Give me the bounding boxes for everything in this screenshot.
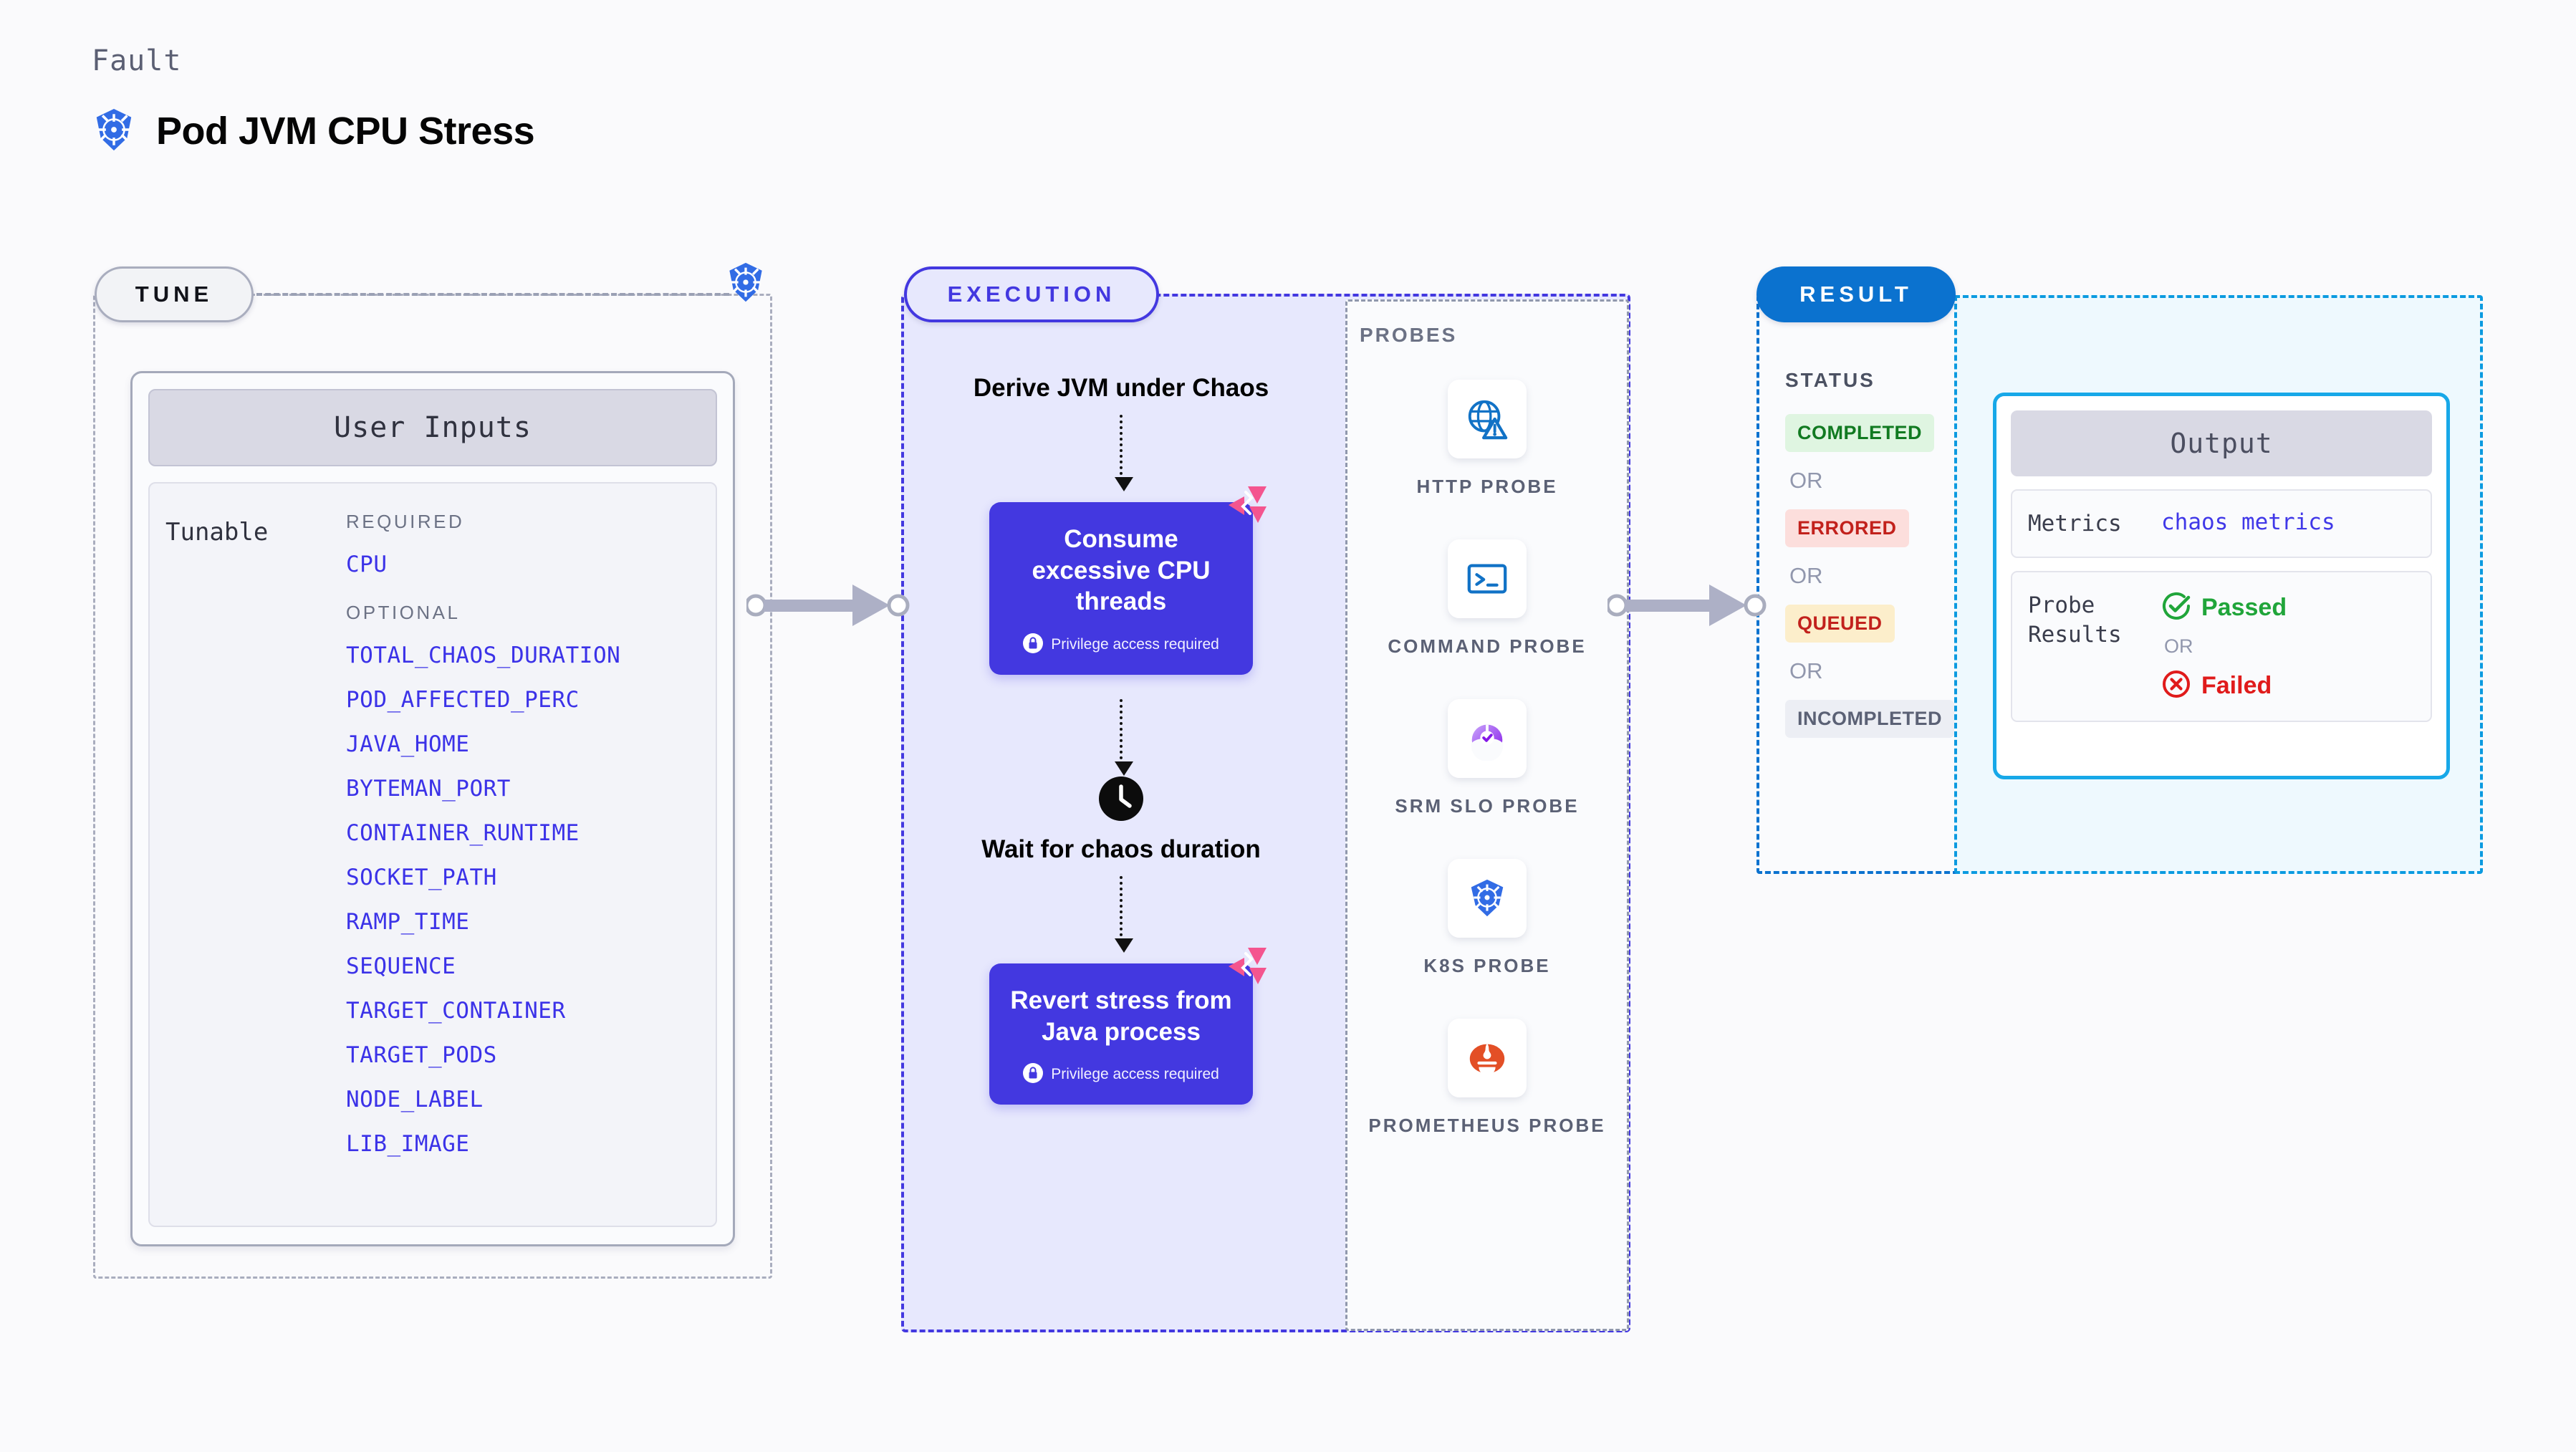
probe-label: PROMETHEUS PROBE — [1368, 1115, 1606, 1137]
output-header: Output — [2011, 410, 2432, 476]
check-circle-icon — [2161, 591, 2191, 624]
tunable-optional-item[interactable]: LIB_IMAGE — [346, 1131, 470, 1157]
execution-step-label: Revert stress from Java process — [1010, 986, 1232, 1046]
probe-result-passed: Passed — [2161, 591, 2287, 624]
probe-label: HTTP PROBE — [1416, 476, 1558, 497]
failed-label: Failed — [2201, 671, 2272, 699]
x-circle-icon — [2161, 669, 2191, 702]
tunable-optional-item[interactable]: TOTAL_CHAOS_DURATION — [346, 643, 621, 668]
probe-item[interactable]: K8S PROBE — [1423, 859, 1550, 979]
tunable-optional-item[interactable]: POD_AFFECTED_PERC — [346, 687, 580, 713]
slo-gauge-icon — [1447, 699, 1527, 779]
litmus-logo-icon — [1227, 485, 1269, 528]
page-header: Fault Pod JVM CPU Stress — [92, 44, 535, 155]
tunable-optional-item[interactable]: JAVA_HOME — [346, 731, 470, 757]
clock-icon — [1099, 777, 1143, 824]
privilege-note: Privilege access required — [1005, 633, 1237, 656]
flow-arrow-down — [1115, 875, 1133, 953]
status-or-separator: OR — [1789, 468, 1823, 493]
tune-section-pill: TUNE — [95, 266, 254, 322]
status-or-separator: OR — [1789, 658, 1823, 683]
globe-warning-icon — [1447, 380, 1527, 458]
tunable-lists: REQUIRED CPU OPTIONAL TOTAL_CHAOS_DURATI… — [346, 511, 716, 1226]
privilege-note-text: Privilege access required — [1051, 1066, 1219, 1083]
tunable-optional-item[interactable]: RAMP_TIME — [346, 909, 470, 935]
passed-label: Passed — [2201, 593, 2287, 621]
fault-kicker: Fault — [92, 44, 182, 77]
connector-tune-to-execution — [744, 573, 918, 640]
connector-execution-to-result — [1605, 573, 1772, 640]
tunable-optional-item[interactable]: BYTEMAN_PORT — [346, 776, 511, 802]
result-section-frame — [1756, 295, 1959, 874]
lock-icon — [1023, 633, 1044, 656]
execution-step-wait-duration: Wait for chaos duration — [981, 835, 1261, 864]
required-group-title: REQUIRED — [346, 511, 465, 532]
execution-step-label: Consume excessive CPU threads — [1032, 524, 1211, 616]
tunable-required-item[interactable]: CPU — [346, 552, 388, 577]
tunable-label: Tunable — [165, 518, 269, 547]
execution-step-revert-stress: Revert stress from Java process Privileg… — [989, 947, 1267, 1105]
output-row-metrics: Metrics chaos metrics — [2011, 489, 2432, 559]
execution-step-consume-cpu: Consume excessive CPU threads Privilege … — [989, 486, 1267, 675]
probe-item[interactable]: PROMETHEUS PROBE — [1368, 1019, 1605, 1138]
required-items: CPU — [346, 552, 716, 577]
tunable-optional-item[interactable]: TARGET_PODS — [346, 1042, 497, 1068]
tunable-optional-item[interactable]: TARGET_CONTAINER — [346, 998, 566, 1024]
probe-result-or: OR — [2164, 635, 2193, 658]
probe-item[interactable]: HTTP PROBE — [1416, 380, 1557, 499]
status-or-separator: OR — [1789, 563, 1823, 588]
optional-group-title: OPTIONAL — [346, 602, 461, 623]
tune-kubernetes-connector-line — [256, 292, 729, 296]
execution-step-derive-jvm: Derive JVM under Chaos — [973, 374, 1269, 402]
status-list: COMPLETED OR ERRORED OR QUEUED OR INCOMPLETED — [1785, 414, 1955, 738]
probe-label: COMMAND PROBE — [1388, 635, 1587, 658]
prometheus-icon — [1448, 1019, 1527, 1098]
user-inputs-header: User Inputs — [148, 389, 717, 466]
kubernetes-icon — [1447, 859, 1527, 938]
status-label: STATUS — [1785, 369, 1875, 391]
user-inputs-card: User Inputs Tunable REQUIRED CPU OPTIONA… — [130, 371, 735, 1246]
flow-arrow-down — [1115, 414, 1133, 491]
kubernetes-icon — [92, 107, 136, 155]
status-badge: ERRORED — [1785, 509, 1909, 547]
metrics-key: Metrics — [2028, 511, 2122, 537]
metrics-value[interactable]: chaos metrics — [2161, 509, 2335, 535]
execution-section-pill: EXECUTION — [904, 266, 1159, 322]
terminal-icon — [1448, 539, 1527, 619]
probes-section-label: PROBES — [1360, 324, 1458, 346]
tunable-box: Tunable REQUIRED CPU OPTIONAL TOTAL_CHAO… — [148, 482, 717, 1227]
status-badge: QUEUED — [1785, 605, 1895, 643]
probe-result-failed: Failed — [2161, 669, 2287, 702]
probes-list: HTTP PROBE COMMAND PROBE SRM SLO PROBE K8S … — [1345, 380, 1629, 1138]
probe-results-values: Passed OR Failed — [2161, 591, 2287, 702]
tunable-optional-item[interactable]: CONTAINER_RUNTIME — [346, 820, 580, 846]
privilege-note-text: Privilege access required — [1051, 636, 1219, 653]
tunable-optional-item[interactable]: NODE_LABEL — [346, 1087, 484, 1112]
flow-arrow-down — [1115, 699, 1133, 777]
probes-panel — [1345, 299, 1629, 1331]
status-badge: COMPLETED — [1785, 414, 1935, 452]
probe-label: K8S PROBE — [1423, 955, 1551, 977]
tunable-optional-item[interactable]: SEQUENCE — [346, 953, 456, 979]
title-row: Pod JVM CPU Stress — [92, 107, 535, 155]
lock-icon — [1023, 1063, 1044, 1086]
page-title: Pod JVM CPU Stress — [156, 110, 535, 153]
probe-label: SRM SLO PROBE — [1395, 795, 1580, 817]
kubernetes-icon — [725, 261, 766, 306]
tunable-optional-item[interactable]: SOCKET_PATH — [346, 865, 497, 890]
probe-item[interactable]: COMMAND PROBE — [1388, 539, 1586, 659]
result-section-pill: RESULT — [1756, 266, 1956, 322]
privilege-note: Privilege access required — [1005, 1063, 1237, 1086]
status-badge: INCOMPLETED — [1785, 700, 1955, 738]
optional-items: TOTAL_CHAOS_DURATION POD_AFFECTED_PERC JAV… — [346, 643, 716, 1157]
execution-steps: Derive JVM under Chaos Consume excessive… — [931, 372, 1311, 1105]
litmus-logo-icon — [1227, 946, 1269, 989]
probe-item[interactable]: SRM SLO PROBE — [1395, 699, 1579, 819]
